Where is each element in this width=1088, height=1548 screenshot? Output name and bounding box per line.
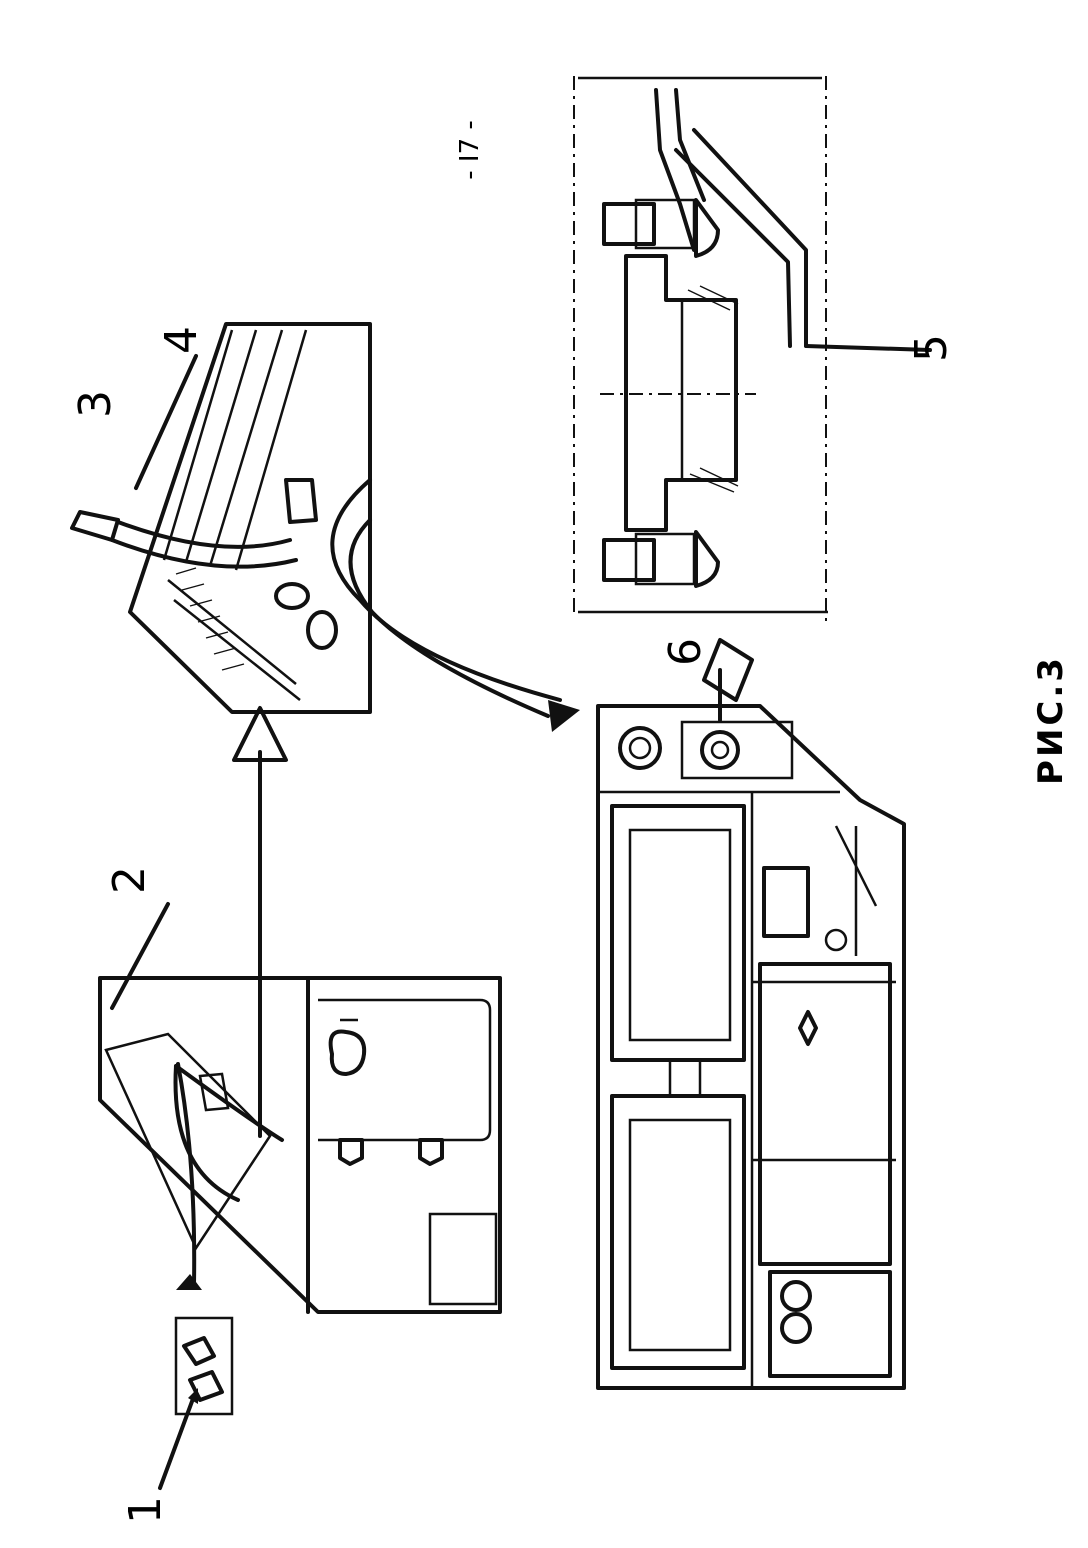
switch-panel <box>174 1316 234 1416</box>
routing-curve-outer <box>330 478 562 702</box>
callout-5-group: 5 <box>906 334 957 362</box>
edge-band-1 <box>173 599 301 701</box>
equipment-bay <box>596 638 906 1390</box>
clip-right <box>418 1138 444 1166</box>
canister-upper-inner <box>628 828 732 1042</box>
callout-3-group: 3 <box>70 390 121 418</box>
figure-caption: РИС.3 <box>1031 655 1071 785</box>
valve-1 <box>618 726 662 770</box>
tank-valve <box>798 1010 818 1046</box>
seal-line-3 <box>208 329 284 567</box>
callout-1-group: 1 <box>120 1496 171 1524</box>
flange-body <box>624 254 738 532</box>
bolt-head-bottom <box>602 538 656 582</box>
arrow-icon <box>232 706 288 762</box>
cabinet-outline <box>98 976 502 1314</box>
hose-detail <box>70 322 580 732</box>
motor-body <box>768 1270 892 1378</box>
hose-connector <box>70 510 120 542</box>
motor-port-1 <box>780 1280 812 1312</box>
seal-line-1 <box>162 329 234 561</box>
flange-hatching <box>687 285 739 493</box>
page-number-group: - I7 - <box>455 120 485 180</box>
callout-4: 4 <box>156 326 207 354</box>
valve-6 <box>700 730 740 770</box>
hose-line-2 <box>110 538 298 569</box>
switch-top <box>182 1336 216 1366</box>
pipe-nut <box>824 928 848 952</box>
hose-clamp <box>284 478 318 524</box>
label-plate <box>428 1212 498 1306</box>
callout-1: 1 <box>120 1496 171 1524</box>
arrow-icon <box>188 1388 198 1404</box>
callout-2-group: 2 <box>104 866 155 894</box>
callout-2: 2 <box>104 866 155 894</box>
valve-1-core <box>628 736 652 760</box>
callout-5: 5 <box>906 334 957 362</box>
cylinder-tank <box>758 962 892 1266</box>
arrow-icon <box>548 700 580 732</box>
handle-ring <box>328 1029 367 1076</box>
seal-top <box>694 198 720 258</box>
canister-link <box>668 1058 702 1098</box>
swing-arrow-tail <box>176 1062 197 1286</box>
bracket-5-inner <box>674 148 792 348</box>
canister-upper <box>610 804 746 1062</box>
edge-band-2 <box>167 579 297 685</box>
section-view <box>573 76 932 622</box>
hose-frame <box>128 322 372 714</box>
callout-3: 3 <box>70 390 121 418</box>
seal-line-4 <box>234 329 308 571</box>
swing-arrow-arc-right <box>174 1064 284 1142</box>
arrow-icon <box>176 1274 202 1290</box>
door-leaf <box>104 1032 272 1251</box>
seal-bottom <box>694 530 720 588</box>
hatched-strip <box>175 567 245 671</box>
pipe-fitting <box>762 866 810 938</box>
cabinet-detail <box>98 706 502 1314</box>
switch-detail <box>158 1316 234 1490</box>
valve-6-core <box>710 740 730 760</box>
bolt-head-2 <box>306 610 338 650</box>
panel-outline <box>318 998 492 1142</box>
leader-5 <box>804 344 932 352</box>
arrow-icon <box>702 638 754 702</box>
bracket-5 <box>692 128 808 348</box>
figure-caption-group: РИС.3 <box>1031 655 1071 785</box>
bolt-head-1 <box>274 582 310 610</box>
leader-4 <box>134 354 198 490</box>
routing-curve-inner <box>348 518 550 718</box>
bay-outline <box>596 704 906 1390</box>
mount-plate <box>680 720 794 780</box>
canister-lower <box>610 1094 746 1370</box>
seal-line-2 <box>184 329 258 563</box>
callout-6-group: 6 <box>660 638 711 666</box>
bolt-head-top <box>602 202 656 246</box>
plate-profile-1 <box>654 88 696 252</box>
clip-left <box>338 1138 364 1166</box>
door-latch <box>198 1072 230 1112</box>
hose-line-1 <box>116 520 292 549</box>
callout-6: 6 <box>660 638 711 666</box>
motor-port-2 <box>780 1312 812 1344</box>
plate-profile-2 <box>674 88 706 202</box>
leader-2 <box>110 902 170 1010</box>
canister-lower-inner <box>628 1118 732 1352</box>
leader-1 <box>158 1394 196 1490</box>
callout-4-group: 4 <box>156 326 207 354</box>
page-number: - I7 - <box>455 120 485 180</box>
